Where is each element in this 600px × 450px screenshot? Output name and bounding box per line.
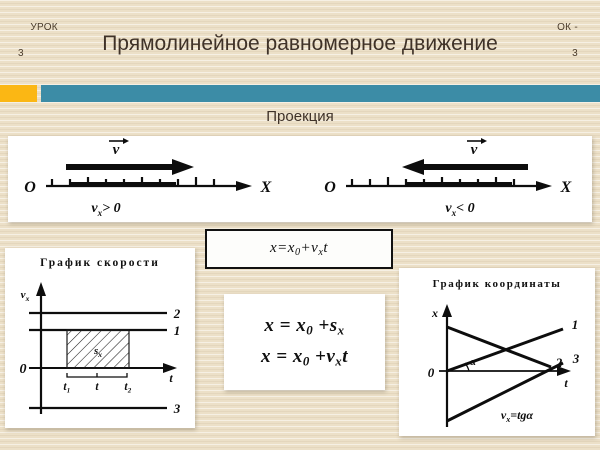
equation-box-panel: x=x0+vxt — [205, 229, 393, 269]
speed-x-axis-label: t — [169, 371, 173, 385]
f1-lhs: x — [264, 314, 275, 336]
condition-label-left: vx> 0 — [91, 201, 120, 218]
header-left-number: 3 — [18, 48, 24, 59]
f1-term: s — [329, 314, 338, 336]
coord-origin-label: 0 — [428, 365, 435, 380]
vector-diagrams-svg: v O X vx> 0 — [24, 138, 572, 218]
coord-formula-v: v — [501, 408, 507, 422]
speed-graph-title: График скорости — [40, 257, 160, 269]
speed-line-label-2: 2 — [173, 306, 181, 321]
coord-line-label-1: 1 — [572, 317, 579, 332]
speed-line-label-3: 3 — [173, 401, 181, 416]
f2-x0: x — [292, 345, 303, 367]
condition-sub-right: x — [451, 208, 457, 218]
speed-tick-label-t: t — [95, 381, 99, 393]
header-right: ОК - 3 — [545, 8, 578, 86]
coord-formula-sub: x — [505, 415, 510, 424]
origin-label-right: O — [324, 179, 336, 196]
speed-y-axis-sub: x — [25, 294, 30, 303]
vector-diagram-negative: v O X vx< 0 — [324, 138, 572, 218]
f1-x0: x — [296, 314, 307, 336]
eq-sign: = — [277, 240, 288, 257]
section-subtitle: Проекция — [266, 108, 334, 125]
speed-line-label-1: 1 — [174, 323, 181, 338]
condition-rest-right: < 0 — [456, 201, 474, 216]
origin-label-left: O — [24, 179, 36, 196]
axis-label-left: X — [260, 179, 272, 196]
speed-graph-svg: vx 0 t sx t₁ t t₂ 2 1 3 — [20, 282, 181, 416]
condition-label-right: vx< 0 — [445, 201, 474, 218]
f1-x0-sub: 0 — [306, 322, 314, 338]
condition-sub-left: x — [97, 208, 103, 218]
equation-box: x=x0+vxt — [205, 229, 393, 269]
speed-y-axis-label: vx — [21, 289, 30, 303]
formula-lines: x = x0 +sx x = x0 +vxt — [224, 294, 385, 390]
f2-lhs: x — [260, 345, 271, 367]
vector-diagram-positive: v O X vx> 0 — [24, 138, 272, 218]
speed-tick-label-t1: t₁ — [63, 381, 70, 393]
f1-term-sub: x — [337, 322, 345, 338]
eq-v: v — [311, 240, 319, 257]
speed-origin-label: 0 — [20, 362, 27, 377]
coordinate-graph-title: График координаты — [432, 278, 562, 290]
speed-graph-panel: График скорости — [5, 248, 195, 428]
speed-tick-label-t2: t₂ — [124, 381, 131, 393]
page-title: Прямолинейное равномерное движение — [102, 32, 498, 55]
eq-x0: x — [287, 240, 295, 257]
condition-v-left: v — [91, 201, 98, 216]
speed-area-main: s — [93, 345, 98, 357]
speed-y-axis-main: v — [21, 289, 26, 301]
coord-x-axis-label: t — [564, 376, 568, 390]
f2-eq: = — [276, 345, 288, 367]
eq-plus: + — [300, 240, 312, 257]
speed-area-label: sx — [93, 345, 102, 359]
condition-rest-left: > 0 — [102, 201, 120, 216]
f1-plus: + — [318, 314, 330, 336]
formula-line-1: x = x0 +sx — [264, 315, 344, 339]
coord-y-axis-label: x — [431, 306, 438, 320]
condition-v-right: v — [445, 201, 452, 216]
header-left: УРОК 3 — [18, 8, 58, 86]
eq-v-sub: x — [318, 246, 324, 258]
f2-t: t — [342, 345, 349, 367]
vector-diagrams-panel: v O X vx> 0 — [8, 136, 592, 222]
vector-label-right: v — [471, 142, 478, 158]
header-right-number: 3 — [572, 48, 578, 59]
formula-panel: x = x0 +sx x = x0 +vxt — [224, 294, 385, 390]
f2-term: v — [326, 345, 336, 367]
accent-bar-orange — [0, 85, 37, 102]
equation-box-text: x=x0+vxt — [270, 240, 328, 258]
coord-line-label-3: 3 — [572, 351, 580, 366]
speed-area-sub: x — [97, 350, 102, 359]
coordinate-graph-svg: x 0 t α 1 2 3 vx=tgα — [428, 304, 580, 427]
coord-angle-label: α — [470, 356, 477, 368]
coord-line-label-2: 2 — [555, 355, 563, 370]
header-right-label: ОК - — [557, 22, 578, 33]
f2-x0-sub: 0 — [302, 353, 310, 369]
formula-line-2: x = x0 +vxt — [261, 346, 348, 370]
coord-formula-rest: =tgα — [510, 408, 533, 422]
f2-term-sub: x — [335, 353, 343, 369]
f1-eq: = — [279, 314, 291, 336]
vector-label-left: v — [113, 142, 120, 158]
header-left-label: УРОК — [30, 22, 58, 33]
eq-t: t — [323, 240, 329, 257]
eq-lhs: x — [269, 240, 278, 257]
eq-x0-sub: 0 — [294, 246, 301, 258]
axis-label-right: X — [560, 179, 572, 196]
accent-bar-teal — [41, 85, 600, 102]
f2-plus: + — [315, 345, 327, 367]
coordinate-graph-panel: График координаты x 0 t α 1 2 3 — [399, 268, 595, 436]
coord-formula-label: vx=tgα — [501, 408, 534, 424]
